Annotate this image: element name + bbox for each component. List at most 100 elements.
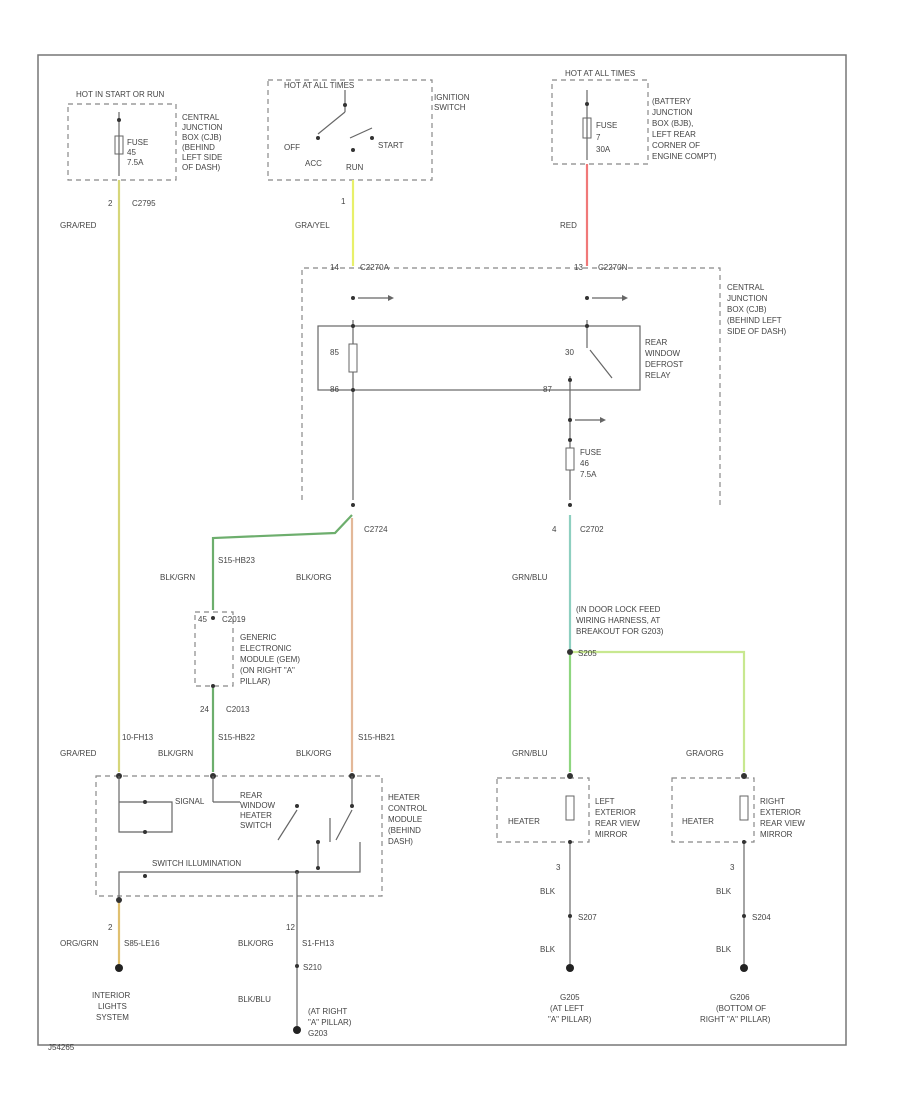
left-mirror-heater-icon [565, 795, 575, 821]
label-pin-24: 24 [200, 705, 209, 714]
label-pin-3-right: 3 [730, 863, 735, 872]
splice-s205 [567, 649, 573, 655]
label-blk-d: BLK [716, 945, 732, 954]
label-fuse-45: FUSE 45 7.5A [127, 138, 151, 167]
right-mirror-box [671, 777, 755, 843]
relay-contact [589, 349, 613, 379]
ground-g205 [566, 964, 574, 972]
label-org-grn: ORG/GRN [60, 939, 98, 948]
label-heater-left: HEATER [508, 817, 540, 826]
label-hot-timer: HOT AT ALL TIMES [284, 81, 354, 90]
label-blk-org-bottom: BLK/ORG [238, 939, 274, 948]
label-doc-id: J54265 [48, 1043, 75, 1052]
label-pin-12: 12 [286, 923, 295, 932]
right-mirror-heater-icon [739, 795, 749, 821]
label-blk-b: BLK [540, 945, 556, 954]
label-cjb-left: CENTRAL JUNCTION BOX (CJB) (BEHIND LEFT … [182, 113, 225, 172]
label-c2724: C2724 [364, 525, 388, 534]
label-gra-org: GRA/ORG [686, 749, 724, 758]
label-g206: G206 (BOTTOM OF RIGHT "A" PILLAR) [700, 993, 771, 1024]
heater-relay-contact [335, 809, 353, 841]
cjb-right-box [301, 267, 721, 505]
label-start: START [378, 141, 404, 150]
label-relay-name: REAR WINDOW DEFROST RELAY [645, 338, 685, 380]
label-c2270a: C2270A [360, 263, 390, 272]
label-off: OFF [284, 143, 300, 152]
label-g205: G205 (AT LEFT "A" PILLAR) [548, 993, 592, 1024]
label-in-door-lock: (IN DOOR LOCK FEED WIRING HARNESS, AT BR… [576, 605, 664, 636]
fuse-46-icon [565, 447, 575, 471]
label-c2019: C2019 [222, 615, 246, 624]
label-gra-yel: GRA/YEL [295, 221, 330, 230]
label-grn-blu: GRN/BLU [512, 749, 548, 758]
label-s1-fh13: S1-FH13 [302, 939, 335, 948]
label-pin-13: 13 [574, 263, 583, 272]
label-cjb-right: CENTRAL JUNCTION BOX (CJB) (BEHIND LEFT … [727, 283, 786, 336]
ignition-contact-2 [349, 127, 373, 139]
label-acc: ACC [305, 159, 322, 168]
relay-coil-icon [348, 343, 358, 373]
label-interior-lights: INTERIOR LIGHTS SYSTEM [92, 991, 132, 1022]
label-gem-pin-45: 45 [198, 615, 207, 624]
label-rear-window-switch: REAR WINDOW HEATER SWITCH [240, 791, 277, 830]
label-blk-grn: BLK/GRN [160, 573, 195, 582]
ground-interior-lights [115, 964, 123, 972]
label-gem: GENERIC ELECTRONIC MODULE (GEM) (ON RIGH… [240, 633, 302, 686]
fuse-45-icon [114, 135, 124, 155]
ground-g203 [293, 1026, 301, 1034]
label-relay-85: 85 [330, 348, 339, 357]
label-hot-run-start: HOT IN START OR RUN [76, 90, 165, 99]
label-pin-2-bottom: 2 [108, 923, 113, 932]
label-c2013: C2013 [226, 705, 250, 714]
label-s205: S205 [578, 649, 597, 658]
diagram-frame [37, 54, 847, 1046]
label-red: RED [560, 221, 577, 230]
label-relay-87: 87 [543, 385, 552, 394]
ignition-contact-1 [317, 111, 346, 135]
label-gra-red-top: GRA/RED [60, 221, 97, 230]
rear-window-defrost-relay-box [317, 325, 641, 391]
label-heater-ctrl: HEATER CONTROL MODULE (BEHIND DASH) [388, 793, 429, 846]
label-pin-10: 10-FH13 [122, 733, 154, 742]
label-heater-right: HEATER [682, 817, 714, 826]
label-hot-all-times: HOT AT ALL TIMES [565, 69, 635, 78]
cjb-fuse-box-left [67, 103, 177, 181]
label-c2795: C2795 [132, 199, 156, 208]
label-ignition-switch: IGNITION SWITCH [434, 93, 472, 112]
label-s15-hb22: S15-HB22 [218, 733, 255, 742]
label-right-mirror: RIGHT EXTERIOR REAR VIEW MIRROR [760, 797, 807, 839]
ground-g206 [740, 964, 748, 972]
wire-gra-org [570, 650, 746, 772]
label-blk-c: BLK [716, 887, 732, 896]
label-s204: S204 [752, 913, 771, 922]
label-gra-red-lower: GRA/RED [60, 749, 97, 758]
label-run: RUN [346, 163, 364, 172]
label-blk-blu: BLK/BLU [238, 995, 271, 1004]
label-blk-grn-lower: BLK/GRN [158, 749, 193, 758]
label-s15-hb21: S15-HB21 [358, 733, 395, 742]
fuse-7-icon [582, 117, 592, 139]
label-signal: SIGNAL [175, 797, 205, 806]
label-blk-org: BLK/ORG [296, 573, 332, 582]
label-bjb: (BATTERY JUNCTION BOX (BJB), LEFT REAR C… [652, 97, 717, 161]
label-s207: S207 [578, 913, 597, 922]
label-pin-1: 1 [341, 197, 346, 206]
label-c2702: C2702 [580, 525, 604, 534]
label-fuse-46: FUSE 46 7.5A [580, 448, 604, 479]
bjb-fuse-box [551, 79, 649, 165]
wire-blk-grn [211, 514, 353, 610]
label-fuse-7: FUSE 7 30A [596, 121, 620, 154]
label-left-mirror: LEFT EXTERIOR REAR VIEW MIRROR [595, 797, 642, 839]
label-s210: S210 [303, 963, 322, 972]
label-relay-30: 30 [565, 348, 574, 357]
label-pin-3-left: 3 [556, 863, 561, 872]
label-pin-4: 4 [552, 525, 557, 534]
label-blk-a: BLK [540, 887, 556, 896]
label-relay-86: 86 [330, 385, 339, 394]
label-pin-14: 14 [330, 263, 339, 272]
label-gra-blu: GRN/BLU [512, 573, 548, 582]
label-at-right-a: (AT RIGHT "A" PILLAR) G203 [308, 1007, 354, 1038]
label-c2270n: C2270N [598, 263, 628, 272]
label-switch-illum: SWITCH ILLUMINATION [152, 859, 241, 868]
